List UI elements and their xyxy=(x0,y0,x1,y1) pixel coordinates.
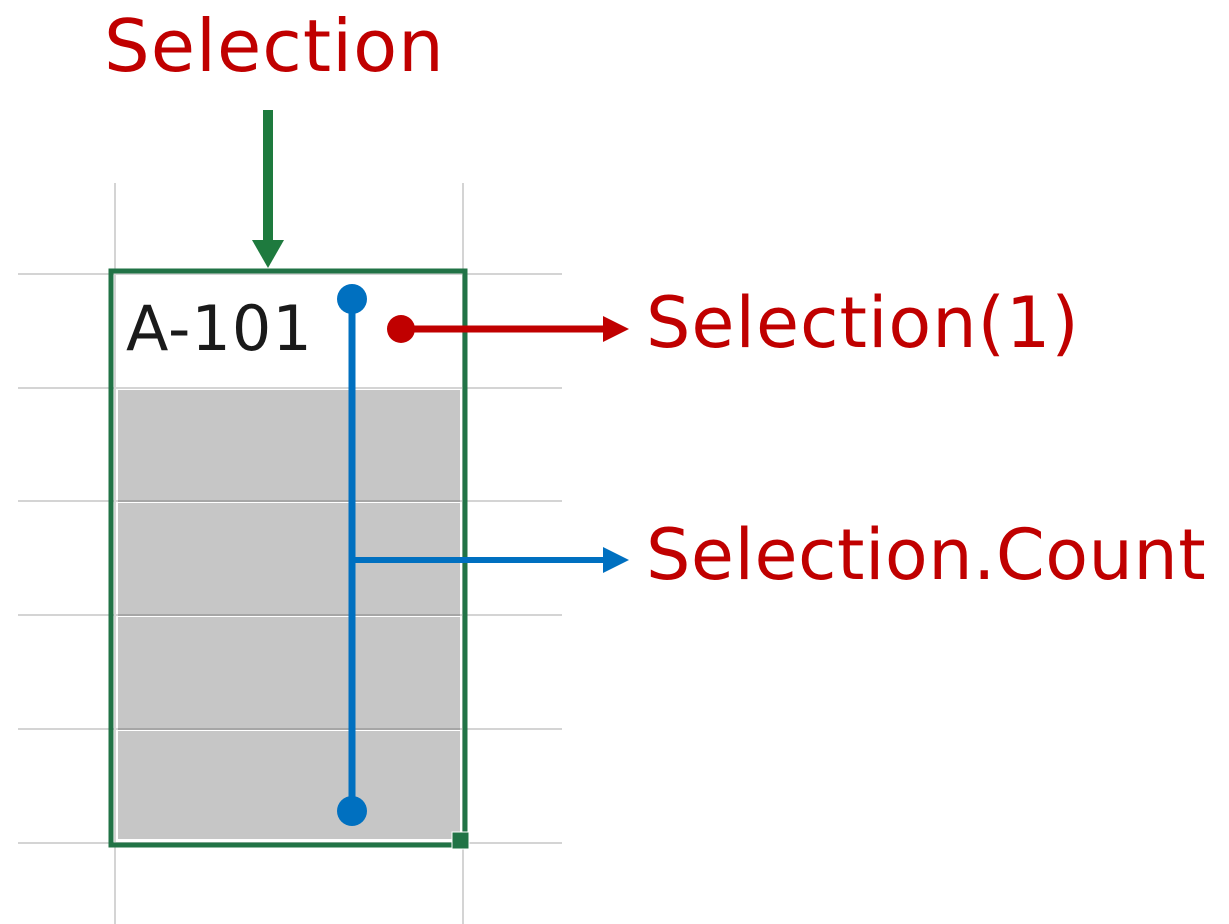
count-arrow xyxy=(352,547,629,573)
selected-cell-2 xyxy=(118,390,460,500)
count-bracket-bottom-dot xyxy=(337,796,367,826)
count-bracket-top-dot xyxy=(337,284,367,314)
first-item-arrow xyxy=(387,315,629,343)
selection-pointer-arrow xyxy=(252,110,284,268)
selection-first-item-label: Selection(1) xyxy=(646,282,1080,364)
selected-cell-4 xyxy=(118,617,460,728)
fill-handle[interactable] xyxy=(451,831,470,850)
selection-label: Selection xyxy=(104,4,445,88)
selection-count-label: Selection.Count xyxy=(646,514,1207,596)
count-bracket xyxy=(337,284,367,826)
selected-range-fill xyxy=(118,390,460,839)
cell-value[interactable]: A-101 xyxy=(126,292,313,365)
selected-cell-5 xyxy=(118,731,460,839)
